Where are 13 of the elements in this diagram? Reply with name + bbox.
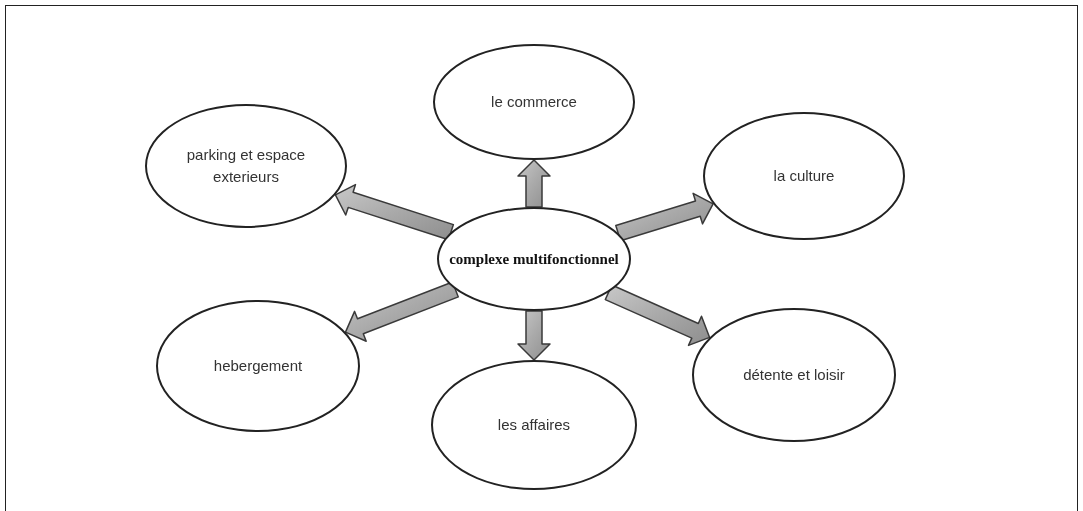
topic-label: hebergement (213, 356, 303, 377)
topic-label: les affaires (497, 415, 571, 436)
block-arrow (615, 192, 714, 242)
block-arrow (517, 159, 551, 208)
topic-label: la culture (773, 166, 835, 187)
topic-label: détente et loisir (743, 365, 845, 386)
hub-title: complexe multifonctionnel (449, 249, 619, 269)
block-arrow (604, 284, 711, 347)
block-arrow (517, 310, 551, 361)
block-arrow (344, 281, 460, 342)
topic-label: parking et espace exterieurs (185, 145, 307, 187)
block-arrow (334, 183, 455, 241)
topic-label: le commerce (491, 92, 577, 113)
